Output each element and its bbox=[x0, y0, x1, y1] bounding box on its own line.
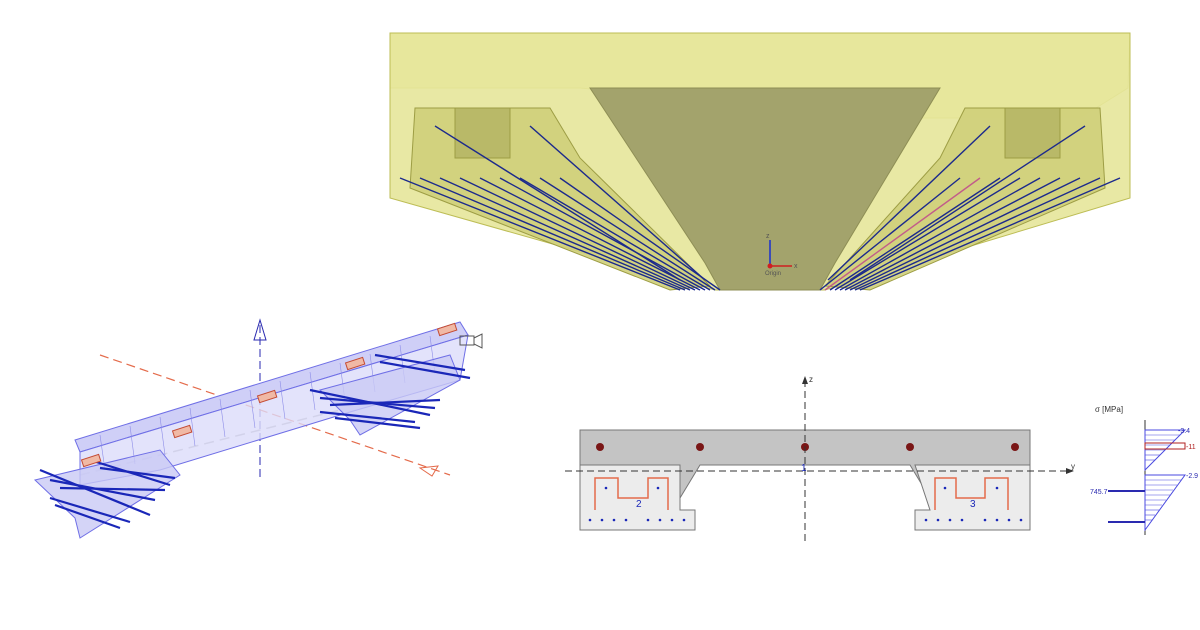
tendons-left bbox=[399, 125, 721, 291]
origin-axis-x: x bbox=[794, 263, 798, 270]
cross-section-view: z y 1 2 3 bbox=[560, 370, 1080, 550]
origin-axis-z: z bbox=[766, 233, 770, 240]
stress-lower-hatch bbox=[1145, 479, 1181, 521]
solid-left-notch bbox=[454, 107, 511, 159]
stress-value-lower: -2.9 bbox=[1186, 473, 1198, 480]
section-left-ribs bbox=[594, 477, 669, 510]
section-axis-z-label: z bbox=[809, 375, 813, 384]
stress-diagram: σ [MPa] -3.4 -11 -2.9 745.7 bbox=[1090, 400, 1200, 550]
wire-left-rib bbox=[33, 449, 181, 539]
stress-value-red: -11 bbox=[1186, 444, 1196, 451]
origin-marker: z x Origin bbox=[765, 233, 798, 277]
wireframe-3d-view bbox=[20, 300, 540, 550]
solid-3d-svg: z x Origin bbox=[389, 32, 1131, 291]
cross-section-svg: z y 1 2 3 bbox=[565, 375, 1075, 545]
stress-lower-fill bbox=[1144, 474, 1186, 532]
solid-3d-view: z x Origin bbox=[380, 28, 1140, 298]
stress-red-bar bbox=[1144, 442, 1186, 450]
stress-value-strand: 745.7 bbox=[1090, 489, 1108, 496]
section-region-3-label: 3 bbox=[970, 499, 976, 510]
section-axis-y-label: y bbox=[1071, 462, 1075, 471]
section-region-2-label: 2 bbox=[636, 499, 642, 510]
origin-label: Origin bbox=[765, 271, 781, 277]
wire-tendons-right bbox=[309, 353, 471, 430]
section-strands bbox=[588, 486, 1023, 522]
section-bars bbox=[596, 443, 1019, 451]
section-region-1-label: 1 bbox=[801, 463, 807, 474]
wire-pads bbox=[80, 322, 458, 468]
stress-upper-hatch bbox=[1145, 434, 1180, 461]
stress-svg: σ [MPa] -3.4 -11 -2.9 745.7 bbox=[1090, 405, 1198, 535]
section-right-ribs bbox=[934, 477, 1009, 510]
camera-icon bbox=[459, 333, 483, 349]
tendons-right bbox=[819, 125, 1121, 291]
stress-value-top: -3.4 bbox=[1178, 428, 1190, 435]
wire-tendons-left bbox=[39, 458, 176, 530]
wireframe-3d-svg bbox=[33, 318, 483, 539]
stress-title: σ [MPa] bbox=[1095, 405, 1123, 414]
section-axis-z-arrow bbox=[802, 376, 808, 384]
solid-right-notch bbox=[1004, 107, 1061, 159]
axis-orange-cone bbox=[418, 465, 439, 477]
axis-vertical-cone bbox=[253, 318, 267, 341]
section-axis-y-arrow bbox=[1066, 468, 1074, 474]
